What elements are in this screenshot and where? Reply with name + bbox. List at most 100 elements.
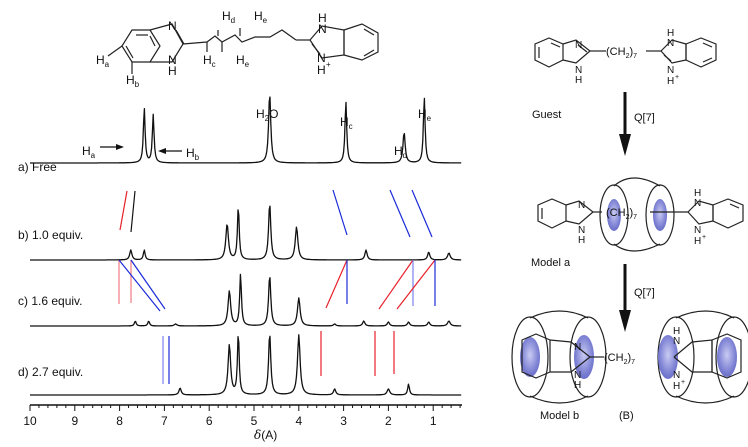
peak-label-h2o: H2O [256, 107, 278, 123]
q7-label-1: Q[7] [634, 112, 655, 124]
atom-plus: + [675, 74, 679, 81]
guest-label: Guest [532, 109, 561, 121]
label-hb: Hb [126, 73, 140, 89]
atom-n: N [575, 65, 582, 76]
cucurbituril-portal [599, 184, 629, 246]
correlation-line [411, 189, 433, 238]
model-b-complex: N N H H N N H + (CH2)7 [511, 310, 748, 404]
label-hc: Hc [203, 53, 216, 69]
tick-label: 2 [385, 414, 392, 428]
atom-h: H [673, 326, 680, 337]
atom-n: N [578, 200, 585, 211]
cavity-shading [717, 337, 737, 377]
correlation-line [130, 259, 166, 310]
atom-h: H [667, 76, 674, 87]
atom-n: N [575, 40, 582, 51]
guest-structure-top: N N H H N N H + Ha Hb Hc Hd He He [96, 9, 379, 89]
peak-label-hd: Hd [394, 144, 407, 160]
correlation-line [389, 189, 411, 238]
atom-h: H [578, 235, 585, 246]
label-ha: Ha [96, 53, 110, 69]
q7-label-2: Q[7] [634, 287, 655, 299]
correlation-line [332, 189, 348, 236]
tick-label: 3 [340, 414, 347, 428]
atom-n: N [317, 51, 326, 65]
tick-label: 6 [206, 414, 213, 428]
binding-scheme: N N H H N N H + (CH2)7 Guest Q[7] [511, 28, 748, 422]
chain-formula: (CH2)7 [606, 207, 637, 221]
label-hd: Hd [222, 9, 235, 25]
peak-label-hc: Hc [340, 115, 353, 131]
atom-plus: + [681, 379, 685, 386]
tick-label: 4 [295, 414, 302, 428]
cavity-shading [574, 335, 594, 379]
trace-label-1-6-equiv: c) 1.6 equiv. [18, 294, 82, 308]
spectrum-trace-c [30, 273, 462, 327]
alkyl-chain [182, 29, 297, 45]
atom-h: H [575, 75, 582, 86]
model-a-label: Model a [531, 257, 571, 269]
panel-label-b: (B) [619, 410, 634, 422]
arrowhead-ha [116, 144, 124, 150]
correlation-line [118, 259, 161, 312]
atom-n: N [168, 19, 177, 33]
x-axis-tick-labels: 10 9 8 7 6 5 4 3 2 1 [23, 414, 437, 428]
cavity-shading [607, 199, 621, 231]
peak-label-hb: Hb [186, 146, 200, 162]
atom-h: H [694, 236, 701, 247]
peak-label-ha: Ha [82, 144, 96, 160]
atom-n: N [694, 225, 701, 236]
correlation-line [396, 259, 436, 310]
correlation-line [130, 190, 136, 233]
tick-label: 5 [251, 414, 258, 428]
atom-n: N [574, 370, 581, 381]
atom-h: H [317, 63, 326, 77]
atom-n: N [673, 336, 680, 347]
atom-plus: + [326, 60, 331, 69]
trace-label-1-0-equiv: b) 1.0 equiv. [18, 228, 83, 242]
tick-label: 8 [116, 414, 123, 428]
cucurbituril-portal [511, 316, 549, 398]
cucurbituril-portal [715, 316, 748, 398]
atom-h: H [673, 381, 680, 392]
tick-label: 10 [23, 414, 37, 428]
atom-h: H [574, 380, 581, 391]
x-axis-title: δ(A) [254, 428, 277, 442]
nmr-spectra: a) Free b) 1.0 equiv. c) 1.6 equiv. d) 2… [18, 96, 462, 442]
chain-formula: (CH2)7 [606, 46, 637, 60]
atom-n: N [574, 342, 581, 353]
cucurbituril-portal [569, 316, 607, 398]
arrowhead-2 [619, 310, 631, 332]
arrowhead-hb [158, 148, 166, 154]
spectrum-trace-d [30, 334, 462, 396]
x-axis-ticks [29, 405, 461, 411]
tick-label: 1 [430, 414, 437, 428]
right-benzene-ring [343, 23, 379, 61]
spectrum-trace-b [30, 205, 462, 261]
spectrum-traces [30, 96, 462, 396]
cavity-shading [658, 335, 678, 379]
atom-h: H [667, 28, 674, 39]
correlation-line [325, 259, 348, 309]
cucurbituril-portal [645, 184, 675, 246]
tick-label: 9 [71, 414, 78, 428]
peak-label-he: He [418, 107, 432, 123]
chain-formula: (CH2)7 [604, 352, 635, 366]
label-he-upper: He [254, 9, 268, 25]
arrowhead-1 [619, 134, 631, 156]
trace-label-free: a) Free [18, 160, 57, 174]
atom-n: N [694, 198, 701, 209]
guest-molecule: N N H H N N H + (CH2)7 [534, 28, 717, 87]
model-b-label: Model b [540, 410, 579, 422]
atom-h: H [168, 64, 177, 78]
model-a-complex: N N H H N N H + (CH2)7 [537, 177, 744, 252]
atom-n: N [168, 53, 177, 67]
atom-n: N [673, 370, 680, 381]
atom-n: N [667, 38, 674, 49]
atom-plus: + [702, 234, 706, 241]
atom-h: H [318, 11, 327, 25]
correlation-lines [118, 189, 436, 384]
cavity-shading [520, 337, 540, 377]
atom-n: N [667, 65, 674, 76]
